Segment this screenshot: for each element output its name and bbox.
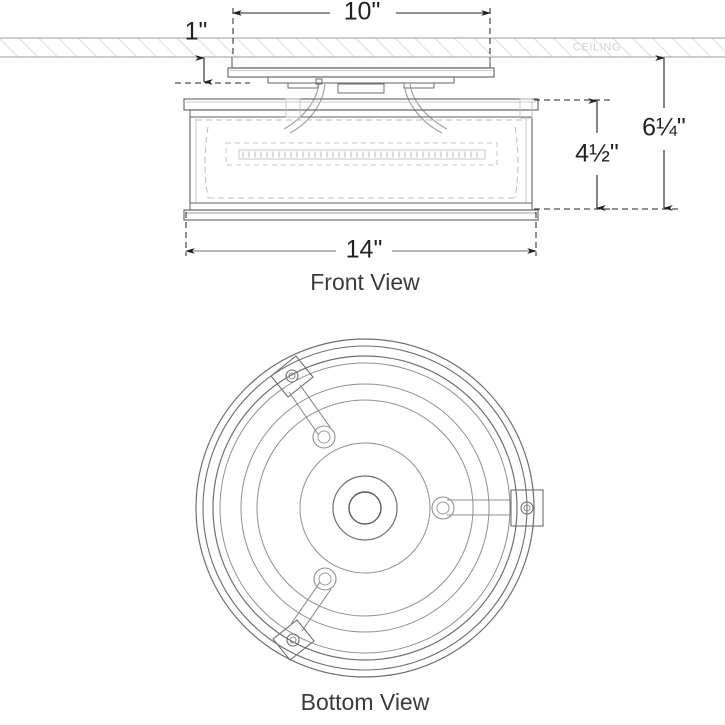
front-view-fixture [183, 57, 539, 221]
support-arms [283, 83, 448, 134]
tab-arm-eyelet-hole-ul [317, 430, 331, 444]
canopy-plate [227, 67, 495, 78]
hidden-diffuser-outline [196, 119, 527, 199]
mount-tab-lower-left [272, 567, 337, 661]
left-bracket-hidden [285, 98, 301, 118]
center-boss-outer [332, 475, 398, 541]
ring-outer-4 [219, 362, 511, 654]
diffuser-right-hidden [514, 126, 519, 199]
tab-arm-eyelet-ul [312, 425, 336, 449]
ring-inner-1 [299, 442, 431, 574]
hidden-arm-brackets [285, 98, 533, 119]
canopy-right-standoff [403, 82, 435, 89]
tab-arm-eyelet-right [431, 496, 455, 520]
dim-label-shade-height: 4½" [575, 140, 619, 168]
hidden-lamp-assembly [225, 142, 498, 166]
lamp-housing-hidden [225, 142, 498, 166]
ring-mid-1 [240, 383, 490, 633]
tab-arm-edge-b-ll [301, 588, 332, 632]
dim-label-ceiling-gap: 1" [185, 18, 208, 46]
canopy-left-standoff [287, 82, 319, 89]
diffuser-left-hidden [204, 126, 209, 199]
canopy-flange [267, 76, 455, 84]
canopy-assembly [227, 57, 495, 94]
bottom-trim-outer [183, 209, 539, 221]
upper-trim-outer [183, 98, 539, 111]
left-arm-outer [283, 83, 320, 130]
ring-outer-3 [212, 355, 518, 661]
lamp-element-ticks [242, 151, 478, 158]
tab-arm-edge-b-ul [299, 384, 331, 428]
ring-mid-2 [256, 399, 474, 617]
tab-arm-eyelet-ll [313, 567, 337, 591]
dim-label-overall-height: 6¼" [642, 114, 686, 142]
tab-arm-eyelet-hole-right [436, 501, 450, 515]
ceiling-label: CEILING [573, 41, 621, 53]
ceiling-section: CEILING [0, 37, 725, 58]
right-arm-inner [409, 83, 448, 130]
dim-label-overall-width: 14" [346, 236, 383, 264]
bottom-view-fixture [195, 338, 544, 678]
ring-outer-2 [202, 345, 528, 671]
lamp-tube-hidden [238, 149, 486, 160]
bottom-trim-inner [189, 202, 533, 211]
left-arm-inner [289, 83, 326, 134]
shade-bottom-trim [183, 202, 539, 221]
front-view-dimensions: 10" 1" 4½" 6¼" 14" [175, 0, 686, 264]
tab-arm-edge-a-ll [290, 581, 321, 625]
right-bracket-hidden [519, 98, 533, 119]
upper-trim-inner [189, 109, 533, 118]
shade-body [189, 117, 533, 203]
bottom-view-label: Bottom View [301, 689, 430, 715]
tab-screw-outer-right [520, 501, 534, 515]
dim-label-canopy-width: 10" [344, 0, 381, 26]
tab-plate-right [510, 489, 544, 527]
canopy-upper-body [231, 57, 491, 69]
ceiling-hatch-fill [0, 38, 725, 57]
center-boss-inner [348, 491, 382, 525]
tab-screw-inner-right [523, 504, 531, 512]
mount-tab-upper-left [270, 355, 336, 449]
center-socket-block [337, 83, 385, 94]
tab-screw-inner-lower-left [289, 636, 297, 644]
tab-arm-eyelet-hole-ll [318, 572, 332, 586]
front-view-label: Front View [310, 269, 420, 295]
tab-screw-outer-upper-left [285, 369, 299, 383]
ring-outer-1 [195, 338, 535, 678]
tab-arm-edge-a-ul [288, 391, 319, 435]
tab-plate-lower-left [272, 619, 315, 661]
tab-screw-inner-upper-left [288, 372, 296, 380]
right-arm-outer [403, 83, 443, 134]
shade-upper-trim [183, 98, 539, 118]
mount-tab-right [431, 489, 544, 527]
tab-plate-upper-left [270, 355, 314, 398]
tab-screw-outer-lower-left [286, 633, 300, 647]
